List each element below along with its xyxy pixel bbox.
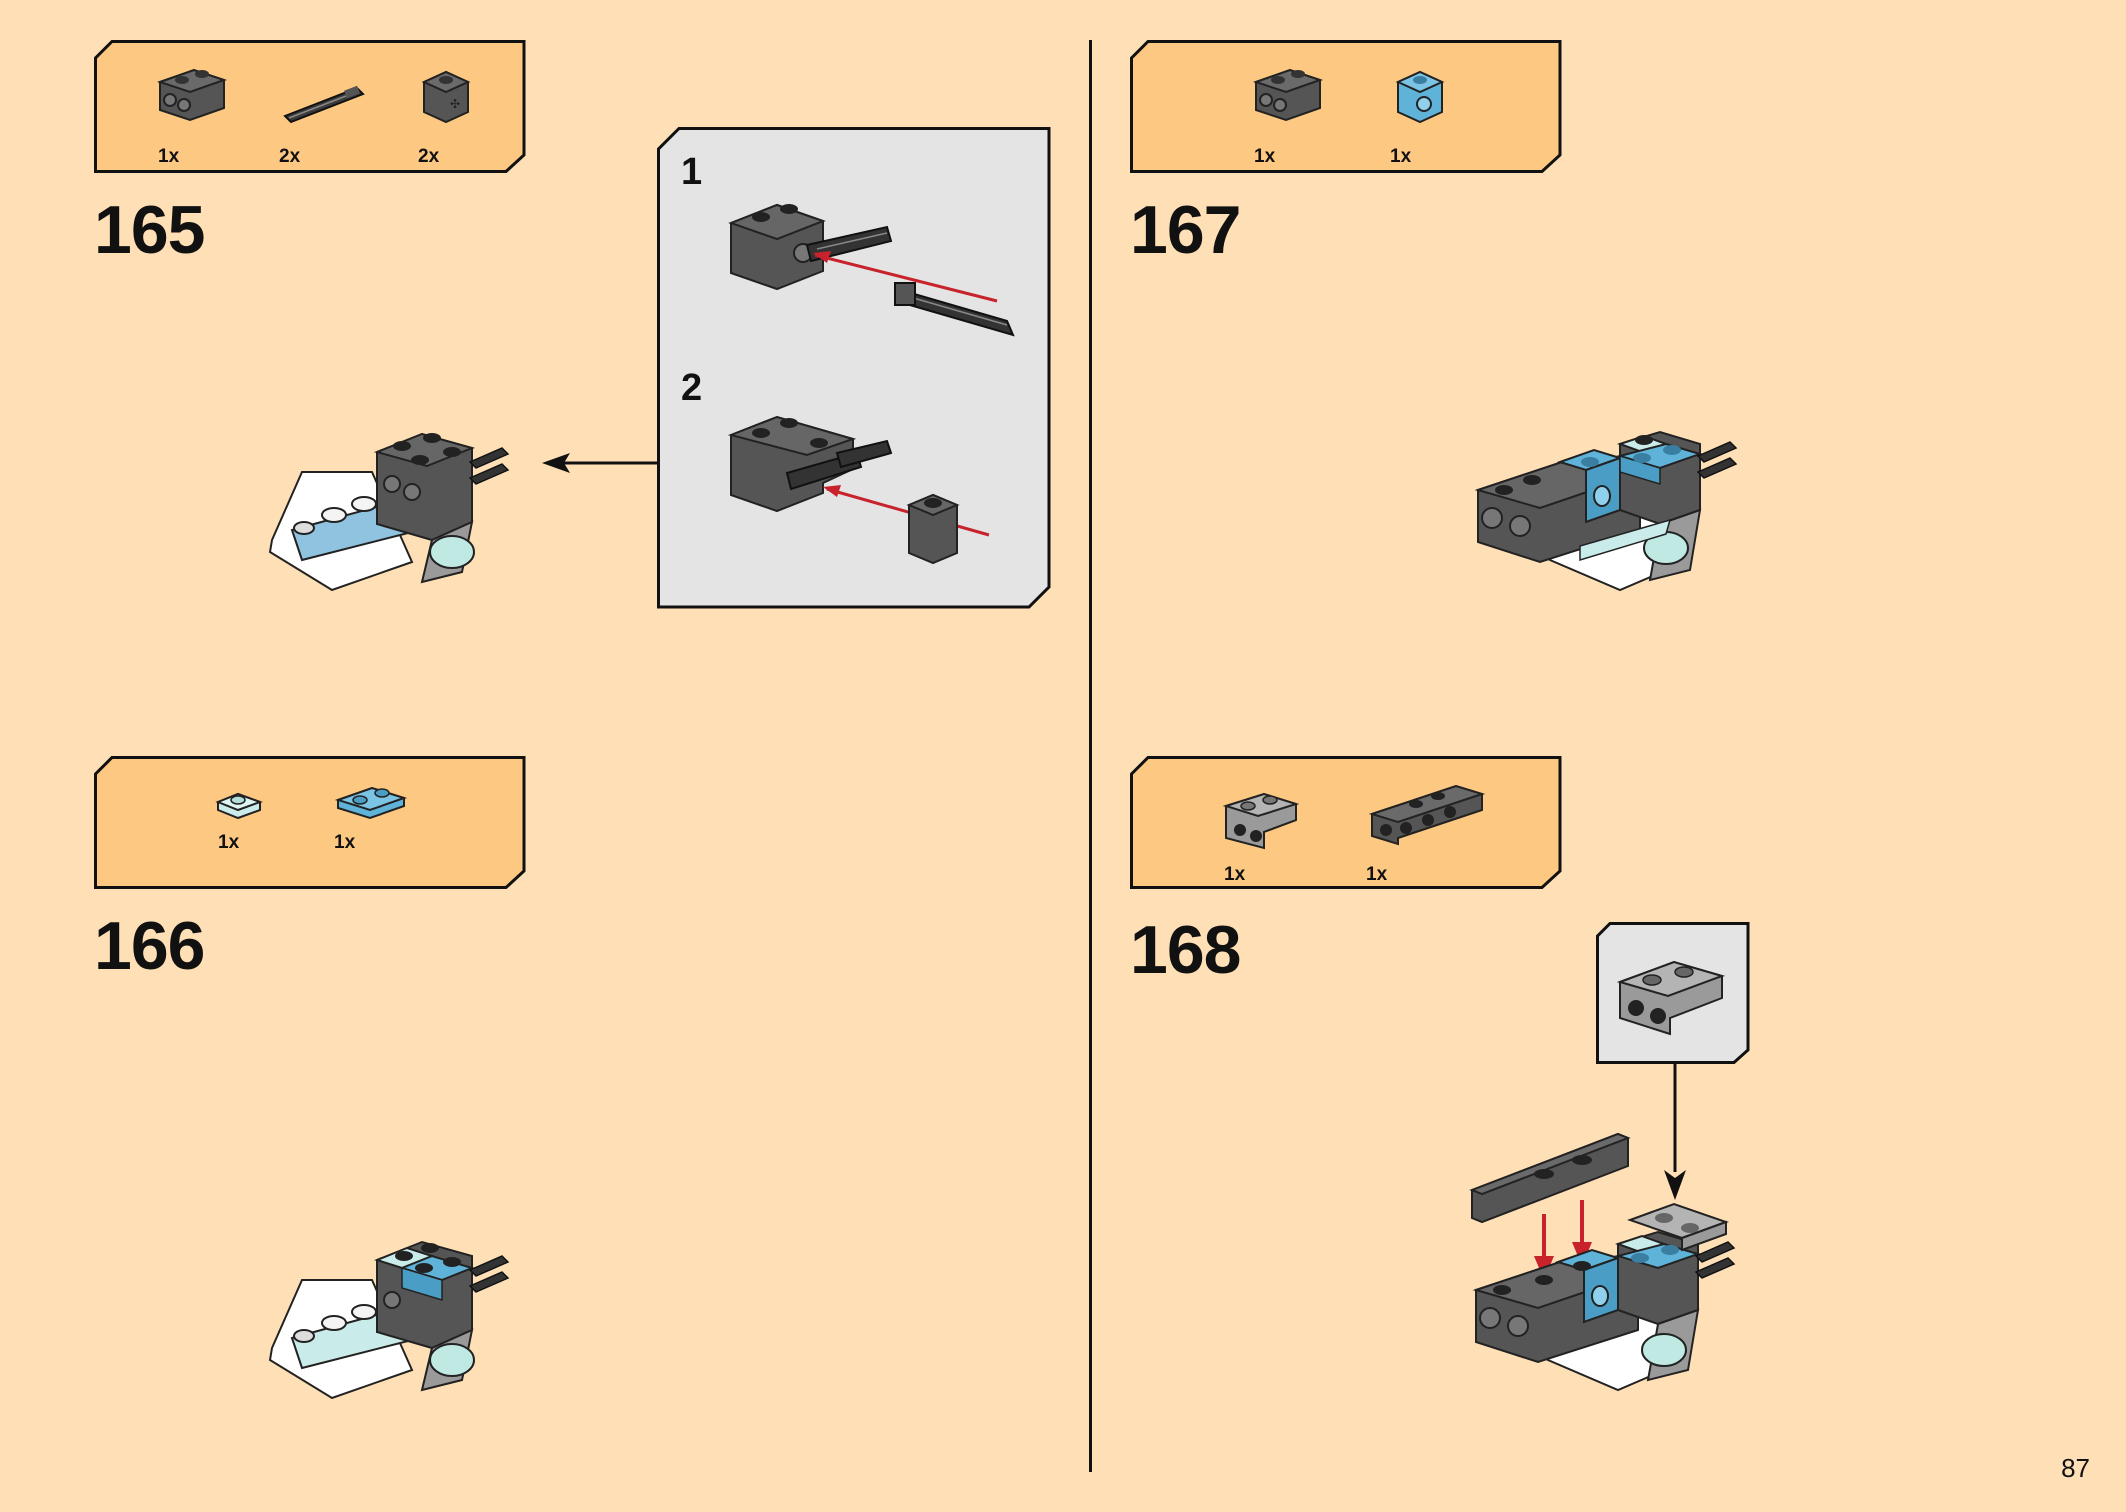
technic-brick-1x1-icon: ✣ 2x <box>418 58 510 168</box>
technic-brick-1x1-azure-icon: 1x <box>1390 58 1484 168</box>
model-step-167 <box>1474 430 1738 592</box>
step-number: 165 <box>94 192 205 268</box>
bracket-1x4-icon: 1x <box>1366 764 1486 885</box>
plate-1x2-icon: 1x <box>334 756 424 866</box>
axle-icon: 2x <box>279 58 369 168</box>
part-qty: 1x <box>334 832 356 853</box>
parts-list-165: 1x 2x ✣ 2x <box>94 40 526 173</box>
part-qty: 2x <box>279 146 301 167</box>
svg-text:✣: ✣ <box>450 97 460 111</box>
part-qty: 1x <box>1390 146 1412 167</box>
substep-number: 2 <box>681 367 703 409</box>
technic-brick-1x2-icon: 1x <box>154 58 244 168</box>
page-number: 87 <box>2061 1453 2090 1483</box>
model-step-165 <box>268 432 510 592</box>
plate-1x1-icon: 1x <box>214 756 304 866</box>
substep-2-illustration <box>727 415 990 565</box>
callout-arrow <box>542 453 660 473</box>
parts-list-167: 1x 1x <box>1130 40 1562 173</box>
part-qty: 1x <box>1366 864 1388 885</box>
model-step-168 <box>1469 1132 1736 1392</box>
part-qty: 1x <box>1224 864 1246 885</box>
technic-brick-1x2-icon: 1x <box>1250 58 1340 168</box>
part-qty: 1x <box>218 832 240 853</box>
parts-list-166: 1x 1x <box>94 756 526 889</box>
model-step-166 <box>268 1240 510 1400</box>
step-number: 166 <box>94 908 205 984</box>
part-qty: 2x <box>418 146 440 167</box>
page-divider <box>1089 40 1092 1472</box>
part-qty: 1x <box>158 146 180 167</box>
part-qty: 1x <box>1254 146 1276 167</box>
substep-number: 1 <box>681 151 703 193</box>
placement-arrow <box>1664 1062 1686 1200</box>
bracket-1x2-icon <box>1616 960 1726 1036</box>
parts-list-168: 1x 1x <box>1130 756 1562 889</box>
bracket-1x2-icon: 1x <box>1220 772 1310 885</box>
step-number: 167 <box>1130 192 1241 268</box>
step-number: 168 <box>1130 912 1241 988</box>
substep-1-illustration <box>728 203 1015 337</box>
